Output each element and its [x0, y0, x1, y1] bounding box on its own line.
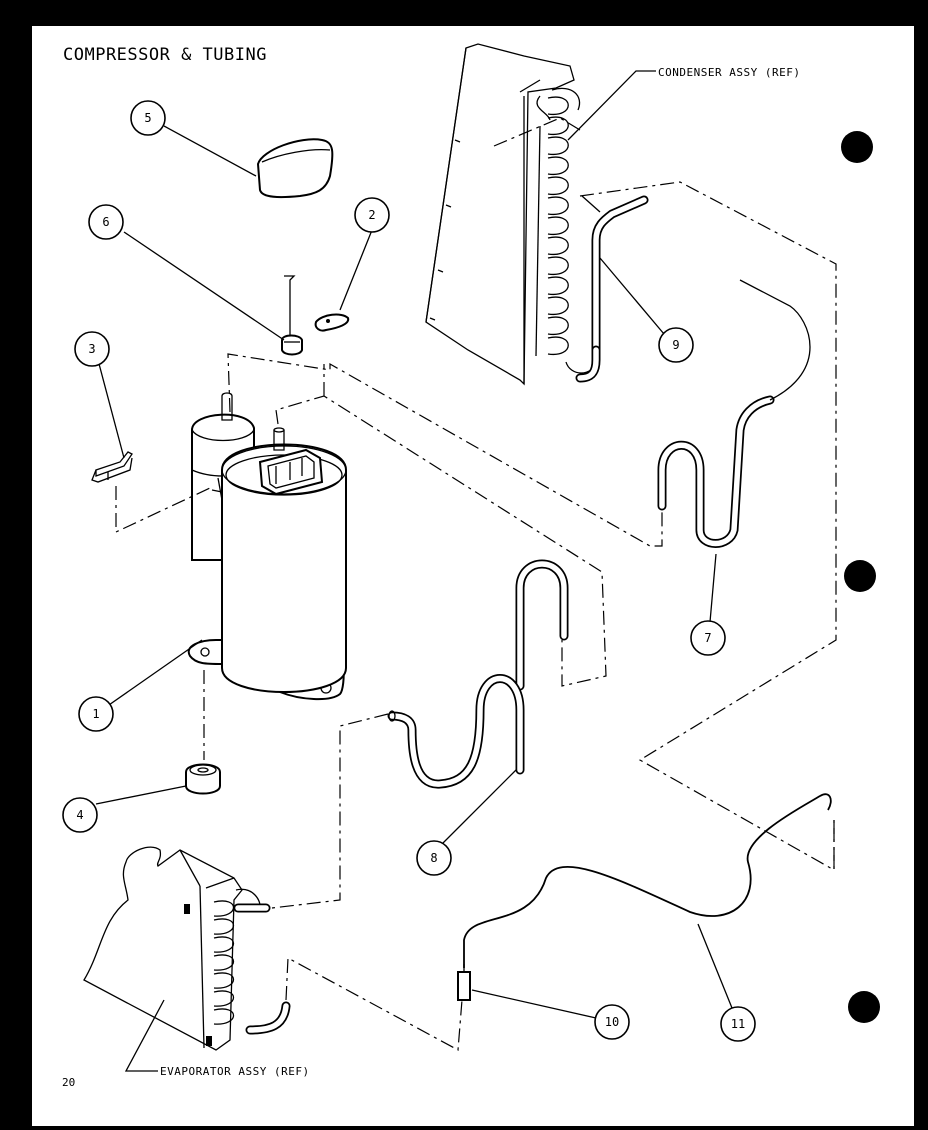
part-1-compressor	[187, 392, 347, 701]
callout-6[interactable]: 6	[88, 204, 124, 240]
evaporator-assembly	[83, 846, 291, 1051]
callout-8-label: 8	[430, 851, 437, 865]
callout-6-label: 6	[102, 215, 109, 229]
part-10-strainer	[457, 964, 471, 1001]
part-3-bracket	[91, 451, 133, 483]
part-2-clip	[314, 313, 350, 332]
callout-2-label: 2	[368, 208, 375, 222]
diagram-sheet	[32, 26, 914, 1126]
tube-7	[657, 395, 775, 548]
callout-9-label: 9	[672, 338, 679, 352]
tube-11-capillary	[463, 793, 832, 968]
callout-5-label: 5	[144, 111, 151, 125]
callout-leaders	[95, 125, 733, 1019]
condenser-assembly	[425, 43, 601, 386]
condenser-label: CONDENSER ASSY (REF)	[658, 66, 800, 79]
callout-3-label: 3	[88, 342, 95, 356]
callout-11-label: 11	[731, 1017, 745, 1031]
condenser-leader	[567, 70, 656, 141]
tube-9	[575, 195, 649, 383]
callout-10[interactable]: 10	[594, 1004, 630, 1040]
callout-1[interactable]: 1	[78, 696, 114, 732]
callout-9[interactable]: 9	[658, 327, 694, 363]
evaporator-label: EVAPORATOR ASSY (REF)	[160, 1065, 310, 1078]
callout-5[interactable]: 5	[130, 100, 166, 136]
assembly-dashed-lines	[115, 117, 837, 1051]
callout-7-label: 7	[704, 631, 711, 645]
page-number: 20	[62, 1076, 75, 1089]
callout-4[interactable]: 4	[62, 797, 98, 833]
callout-4-label: 4	[76, 808, 83, 822]
callout-8[interactable]: 8	[416, 840, 452, 876]
callout-11[interactable]: 11	[720, 1006, 756, 1042]
binder-hole-bottom	[848, 991, 880, 1023]
evaporator-leader	[124, 999, 165, 1072]
binder-hole-middle	[844, 560, 876, 592]
callout-7[interactable]: 7	[690, 620, 726, 656]
part-4-grommet	[185, 763, 221, 795]
diagram-title: COMPRESSOR & TUBING	[63, 45, 267, 65]
callout-1-label: 1	[92, 707, 99, 721]
binder-hole-top	[841, 131, 873, 163]
tube-7-link	[739, 279, 811, 401]
callout-3[interactable]: 3	[74, 331, 110, 367]
tube-8	[387, 559, 569, 789]
part-6-overload	[281, 275, 303, 356]
callout-10-label: 10	[605, 1015, 619, 1029]
condenser-coils	[535, 87, 599, 374]
callout-2[interactable]: 2	[354, 197, 390, 233]
part-5-terminal-cover	[256, 138, 334, 199]
